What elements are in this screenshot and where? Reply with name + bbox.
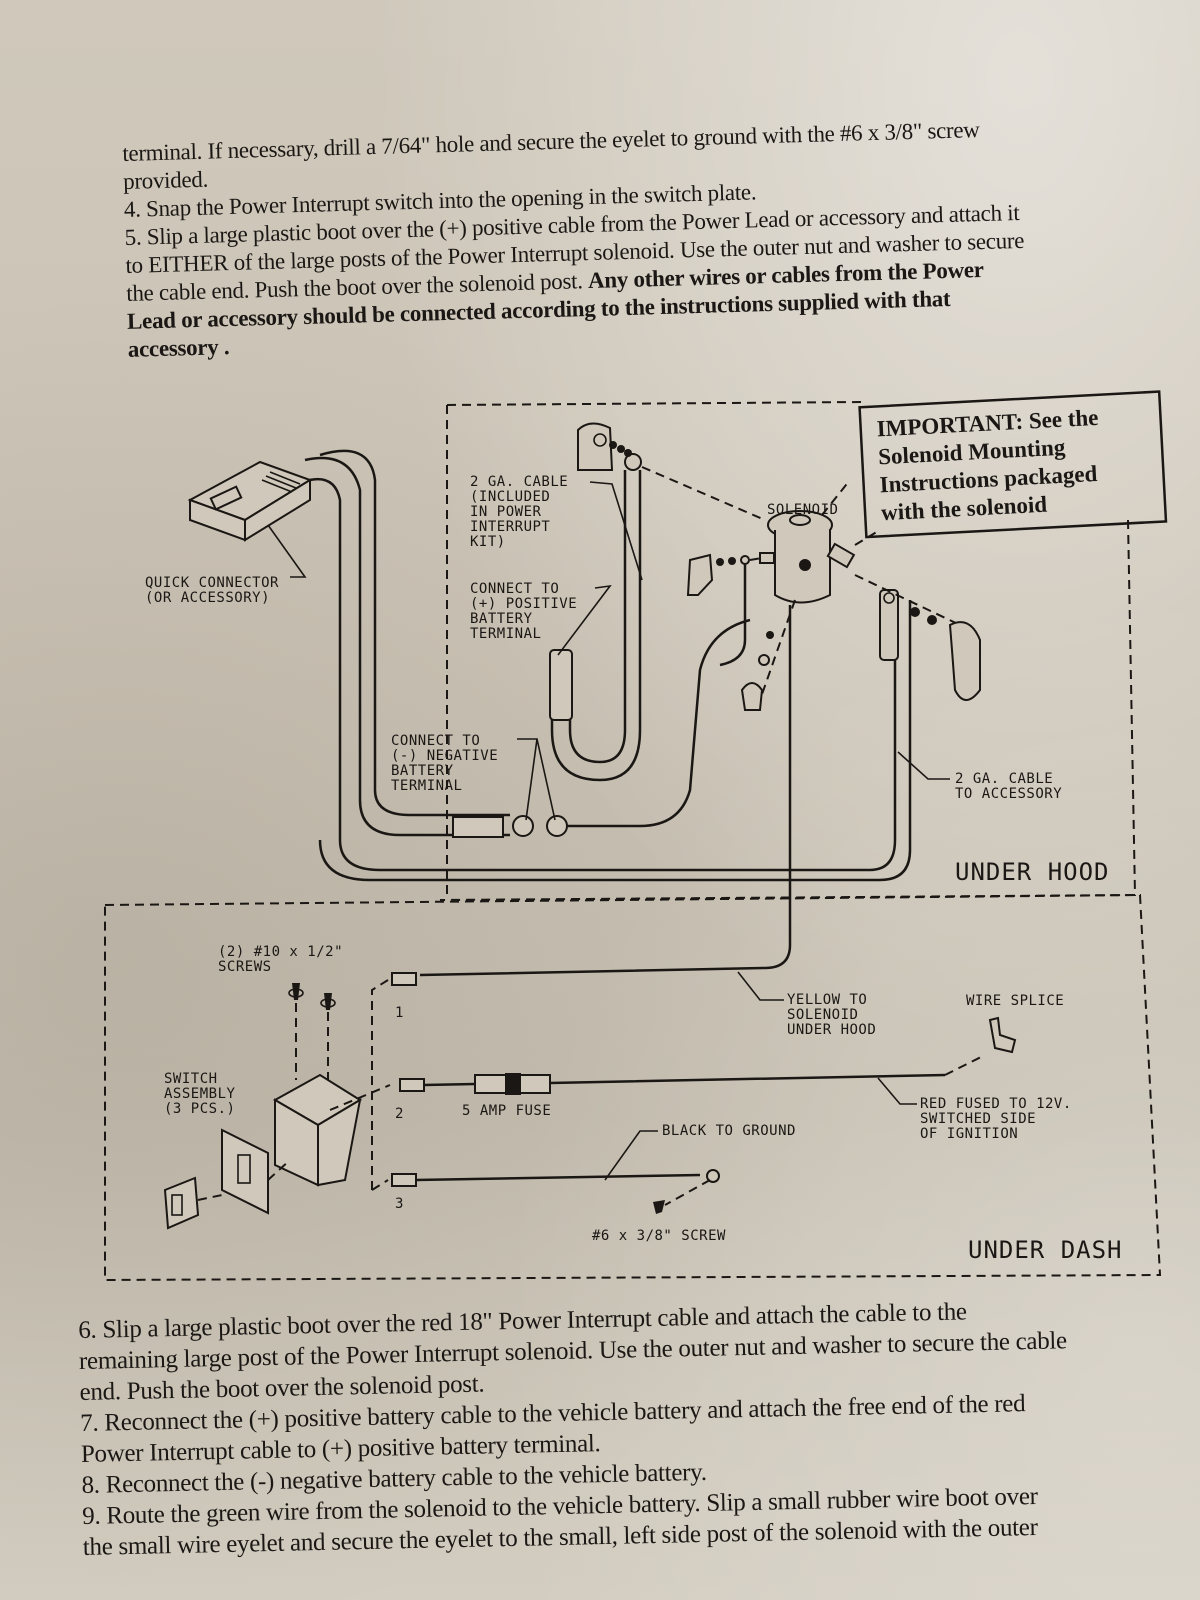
screw-icon: [288, 983, 336, 1010]
main-cable: [309, 477, 897, 872]
small-boot-icon: [686, 553, 714, 596]
switch-plate-icon: [221, 1128, 269, 1215]
terminal-1-connector: [391, 972, 417, 986]
label-red-wire: OF IGNITION: [920, 1126, 1018, 1142]
under-hood-region: [439, 401, 1137, 901]
instructions-top: terminal. If necessary, drill a 7/64" ho…: [122, 115, 1027, 364]
label-cable-accessory: TO ACCESSORY: [955, 786, 1062, 802]
positive-cable: [568, 470, 627, 764]
label-cable-included: KIT): [470, 534, 506, 550]
ground-wire: [567, 618, 751, 828]
red-wire: [423, 1073, 946, 1087]
ground-screw-icon: [653, 1200, 665, 1214]
switch-housing-icon: [272, 1073, 362, 1187]
solenoid-icon: [759, 510, 856, 604]
bold-note: accessory .: [127, 334, 230, 362]
important-line: IMPORTANT: See the: [876, 405, 1099, 442]
label-red-wire: RED FUSED TO 12V.: [920, 1096, 1072, 1112]
negative-eyelet-icon: [512, 815, 534, 837]
terminal-3-connector: [391, 1173, 417, 1187]
label-under-hood: UNDER HOOD: [955, 858, 1110, 886]
small-boot-icon: [740, 682, 764, 711]
ground-eyelet-icon: [546, 815, 568, 837]
positive-terminal-lug: [549, 649, 573, 721]
accessory-cable: [318, 600, 912, 882]
important-line: with the solenoid: [880, 492, 1047, 526]
label-quick-connector: QUICK CONNECTOR: [145, 575, 279, 591]
label-connect-positive: (+) POSITIVE: [470, 596, 577, 612]
yellow-wire: [419, 605, 792, 977]
label-yellow-wire: UNDER HOOD: [787, 1022, 876, 1038]
label-switch-assembly: ASSEMBLY: [164, 1086, 236, 1102]
rocker-switch-icon: [163, 1176, 200, 1230]
under-dash-region: [104, 893, 1162, 1282]
accessory-lug: [879, 589, 899, 661]
quick-connector-icon: [187, 460, 313, 542]
terminal-1-label: 1: [395, 1005, 404, 1021]
label-connect-positive: CONNECT TO: [470, 581, 559, 597]
label-connect-negative: (-) NEGATIVE: [391, 748, 498, 764]
important-note: IMPORTANT: See the Solenoid Mounting Ins…: [858, 390, 1168, 539]
terminal-2-connector: [399, 1078, 425, 1092]
label-cable-included: (INCLUDED: [470, 489, 550, 505]
label-under-dash: UNDER DASH: [968, 1236, 1123, 1264]
wire-splice-icon: [988, 1016, 1017, 1054]
ground-eyelet-icon: [706, 1169, 720, 1183]
label-cable-included: IN POWER: [470, 504, 542, 520]
label-connect-negative: BATTERY: [391, 763, 454, 779]
label-switch-assembly: SWITCH: [164, 1071, 218, 1087]
label-cable-included: INTERRUPT: [470, 519, 550, 535]
label-screws: SCREWS: [218, 959, 272, 975]
label-switch-assembly: (3 PCS.): [164, 1101, 235, 1117]
label-wire-splice: WIRE SPLICE: [966, 993, 1064, 1009]
label-red-wire: SWITCHED SIDE: [920, 1111, 1036, 1127]
label-ground-screw: #6 x 3/8" SCREW: [592, 1228, 726, 1244]
instructions-bottom: 6. Slip a large plastic boot over the re…: [78, 1294, 1071, 1563]
label-yellow-wire: YELLOW TO: [787, 992, 867, 1008]
label-quick-connector: (OR ACCESSORY): [145, 590, 270, 606]
boot-icon: [948, 621, 981, 701]
boot-icon: [577, 422, 614, 471]
terminal-2-label: 2: [395, 1106, 404, 1122]
black-wire: [415, 1173, 701, 1182]
cable-eyelet-icon: [624, 453, 642, 471]
label-cable-accessory: 2 GA. CABLE: [955, 771, 1053, 787]
main-cable: [304, 456, 510, 837]
positive-cable: [550, 470, 642, 782]
label-screws: (2) #10 x 1/2": [218, 944, 343, 960]
label-connect-positive: TERMINAL: [470, 626, 541, 642]
wiring-diagram: IMPORTANT: See the Solenoid Mounting Ins…: [104, 390, 1168, 1282]
label-connect-positive: BATTERY: [470, 611, 533, 627]
label-connect-negative: CONNECT TO: [391, 733, 480, 749]
label-fuse: 5 AMP FUSE: [462, 1103, 551, 1119]
main-cable: [319, 449, 510, 817]
label-cable-included: 2 GA. CABLE: [470, 474, 568, 490]
label-connect-negative: TERMINAL: [391, 778, 462, 794]
label-black-wire: BLACK TO GROUND: [662, 1123, 796, 1139]
negative-lug: [452, 816, 504, 838]
terminal-3-label: 3: [395, 1196, 404, 1212]
label-solenoid: SOLENOID: [767, 502, 838, 518]
label-yellow-wire: SOLENOID: [787, 1007, 858, 1023]
